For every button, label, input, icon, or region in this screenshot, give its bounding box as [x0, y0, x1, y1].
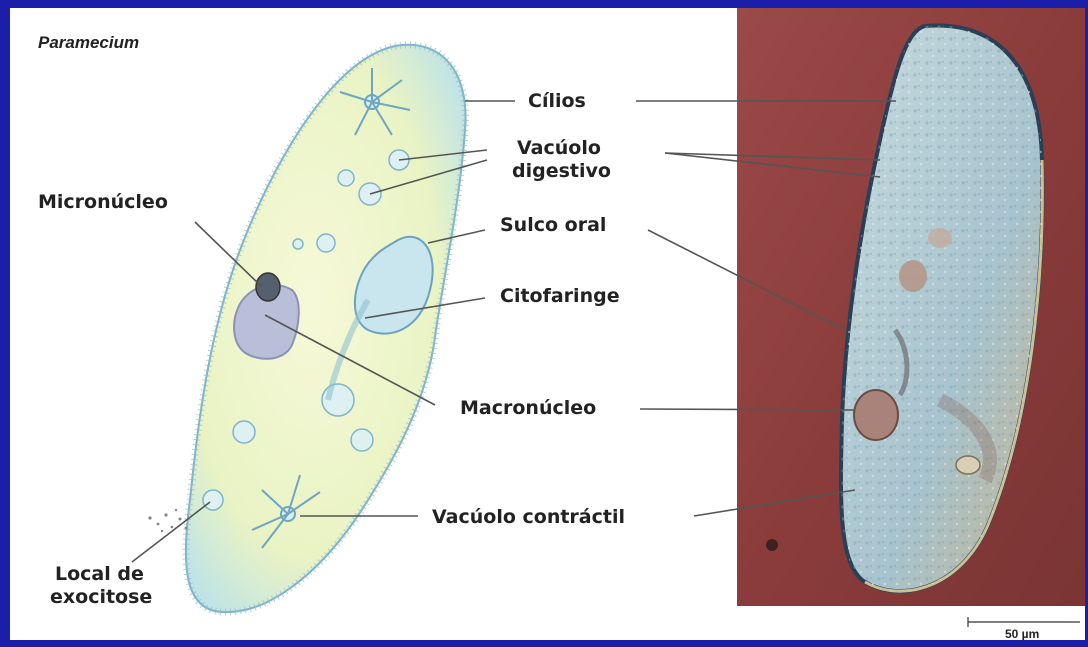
- label-vacuolo-contractil: Vacúolo contráctil: [432, 506, 625, 528]
- label-cilios: Cílios: [528, 90, 586, 112]
- photo-macronucleus: [854, 390, 898, 440]
- paramecium-drawing: [148, 45, 465, 612]
- label-vacuolo-digestivo-line1: Vacúolo: [517, 137, 601, 159]
- micronucleus: [256, 273, 280, 301]
- figure-title: Paramecium: [38, 33, 139, 53]
- label-citofaringe: Citofaringe: [500, 285, 620, 307]
- label-sulco-oral: Sulco oral: [500, 214, 606, 236]
- label-local-exocitose-line1: Local de: [55, 563, 144, 585]
- micrograph-photo: [737, 8, 1085, 606]
- label-local-exocitose-line2: exocitose: [50, 586, 152, 608]
- exocytosis-particles: [148, 509, 187, 532]
- label-micronucleo: Micronúcleo: [38, 191, 168, 213]
- label-vacuolo-digestivo-line2: digestivo: [512, 160, 611, 182]
- label-macronucleo: Macronúcleo: [460, 397, 596, 419]
- scale-bar-label: 50 µm: [1005, 627, 1039, 641]
- cell-body: [186, 45, 466, 612]
